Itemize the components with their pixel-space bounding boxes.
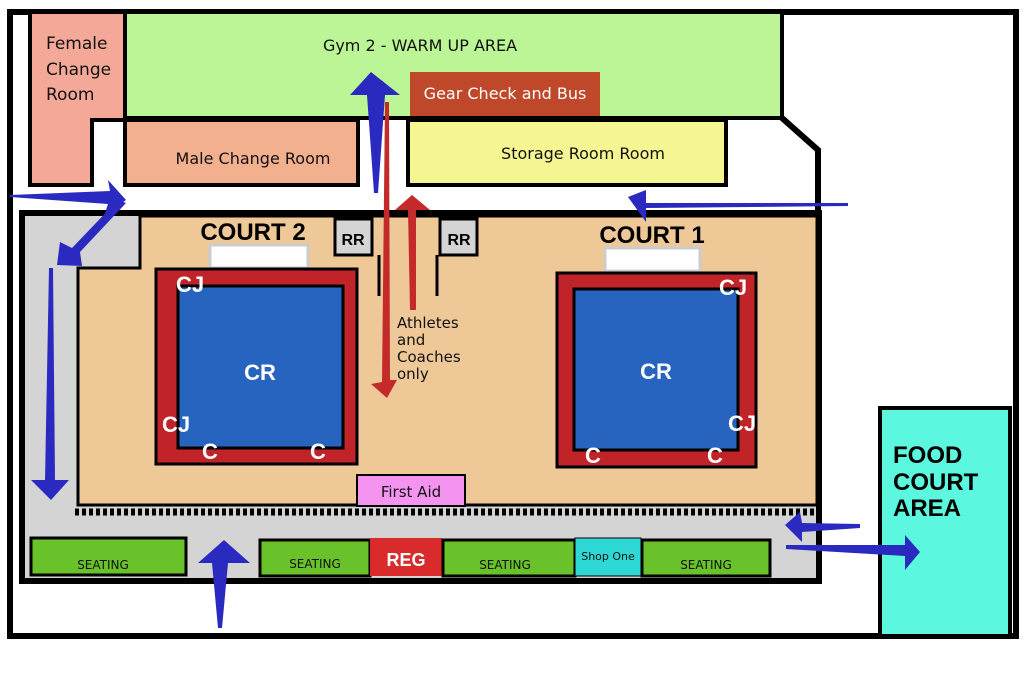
court2-title: COURT 2 xyxy=(200,219,305,246)
seating-3 xyxy=(441,538,577,578)
athletes-coaches-only-note: Athletes and Coaches only xyxy=(397,314,465,383)
male-change-room xyxy=(123,118,360,187)
court2-coach: C xyxy=(310,439,326,464)
restroom-right xyxy=(438,217,479,257)
gear-check-label: Gear Check and Bus xyxy=(424,84,587,103)
court1-coach: C xyxy=(707,443,723,468)
court2-table xyxy=(208,243,310,270)
gear-check-and-bus xyxy=(410,72,600,116)
court1-table xyxy=(603,246,702,273)
athlete-route-arrows xyxy=(371,102,430,398)
court2-mat xyxy=(176,284,345,450)
seating-2 xyxy=(258,538,372,578)
seating-1-label: SEATING xyxy=(77,558,129,572)
seating-2-label: SEATING xyxy=(289,557,341,571)
shop-one xyxy=(574,537,642,577)
court1-judge: CJ xyxy=(719,275,747,300)
wall-diagonal xyxy=(780,115,821,212)
court2-coach: C xyxy=(202,439,218,464)
court1-title: COURT 1 xyxy=(599,222,704,249)
blue-arrow-up-icon xyxy=(198,540,250,628)
court1-center-referee: CR xyxy=(640,359,672,384)
food-court-area xyxy=(878,406,1012,638)
seating-4-label: SEATING xyxy=(680,558,732,572)
blue-arrow-down-icon xyxy=(31,268,69,500)
blue-arrow-right-icon xyxy=(786,535,920,570)
restroom-right-label: RR xyxy=(447,232,471,249)
court2-center-referee: CR xyxy=(244,360,276,385)
red-arrow-down-icon xyxy=(371,102,397,398)
red-arrow-up-icon xyxy=(395,195,430,310)
court2-judge: CJ xyxy=(176,272,204,297)
seating-4 xyxy=(640,538,772,578)
seating-1 xyxy=(29,536,188,577)
first-aid xyxy=(356,474,466,507)
gym2-label: Gym 2 - WARM UP AREA xyxy=(323,36,517,55)
food-court-label: FOOD COURT AREA xyxy=(893,442,985,522)
female-change-label: Female Change Room xyxy=(46,34,117,105)
storage-room xyxy=(406,118,728,187)
registration-label: REG xyxy=(386,550,425,570)
blue-arrow-up-icon xyxy=(350,72,400,193)
shop-one-label: Shop One xyxy=(581,550,635,563)
blue-arrow-diagonal-icon xyxy=(57,200,126,266)
storage-label: Storage Room Room xyxy=(501,144,665,163)
court1-coach: C xyxy=(585,443,601,468)
court1-mat xyxy=(572,287,740,452)
male-change-label: Male Change Room xyxy=(176,149,331,168)
restroom-left-label: RR xyxy=(341,232,365,249)
court1-judge: CJ xyxy=(728,411,756,436)
blue-arrow-left-icon xyxy=(628,190,848,222)
court2-judge: CJ xyxy=(162,412,190,437)
flow-arrows xyxy=(10,72,920,628)
first-aid-label: First Aid xyxy=(381,483,441,501)
restroom-left xyxy=(333,217,374,257)
blue-arrow-left-icon xyxy=(785,512,860,542)
blue-arrow-right-icon xyxy=(10,180,126,216)
registration xyxy=(370,538,442,576)
seating-3-label: SEATING xyxy=(479,558,531,572)
